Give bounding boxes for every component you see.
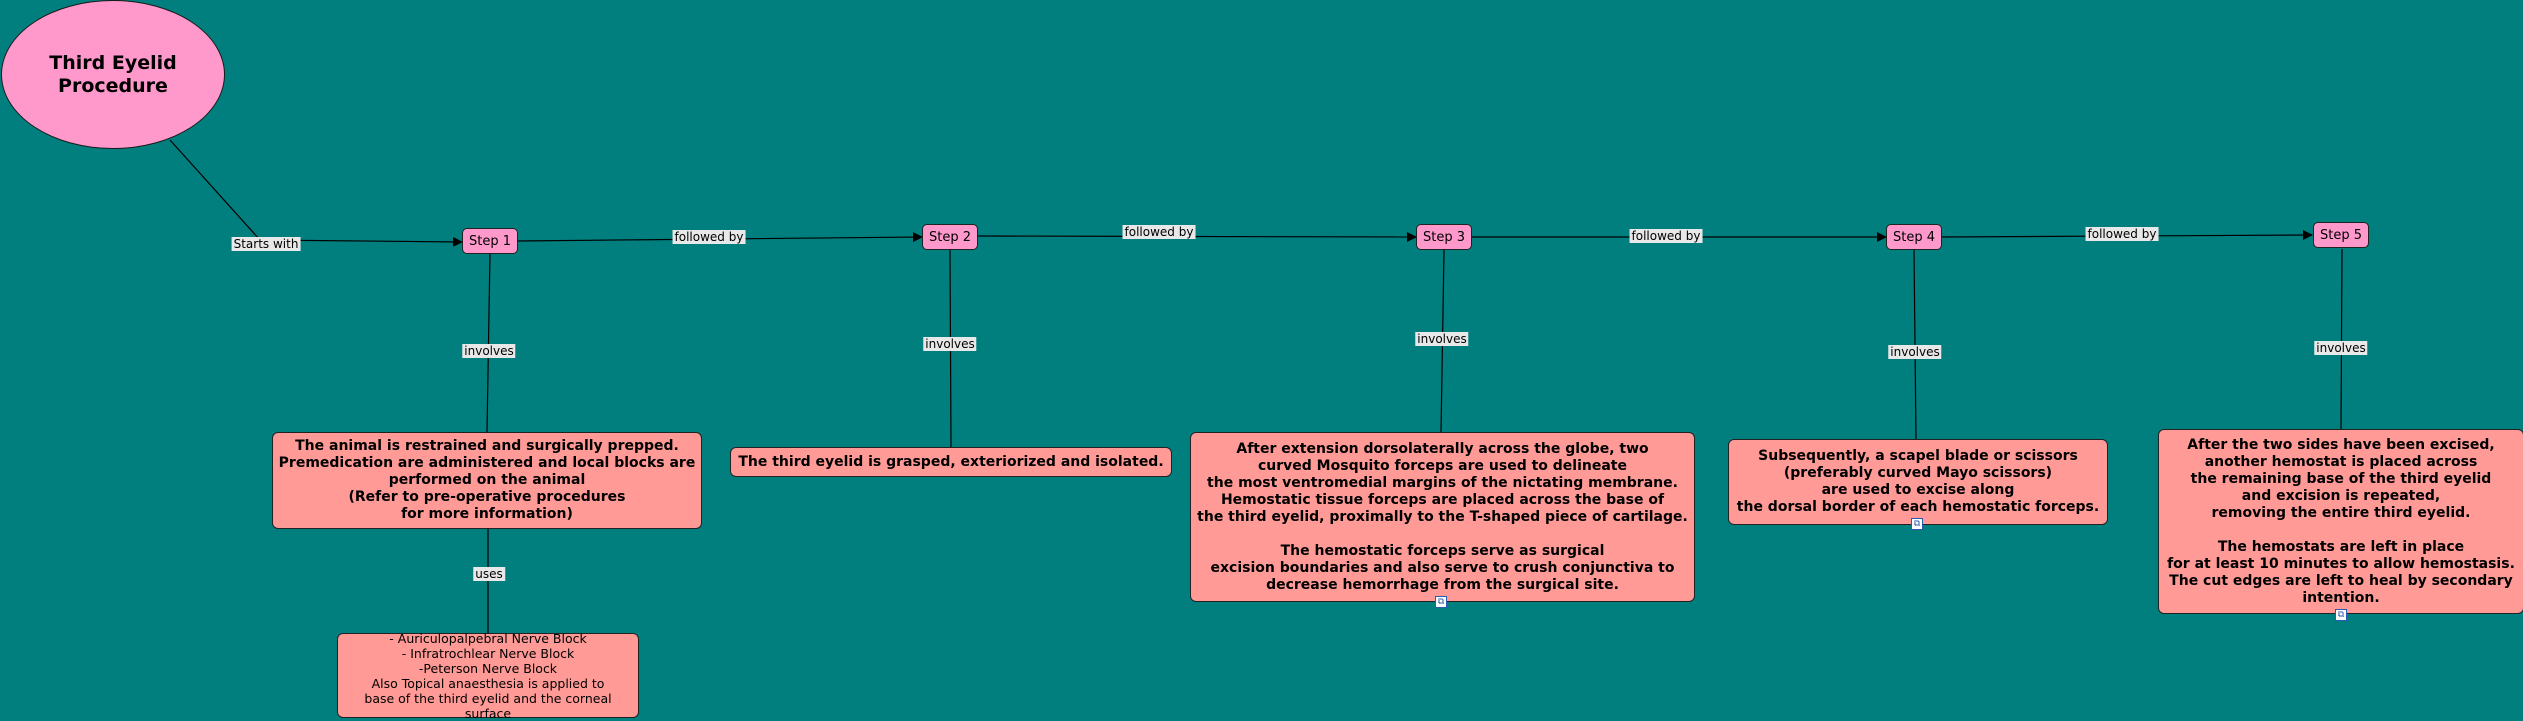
step-5-description-text: After the two sides have been excised, a… xyxy=(2167,436,2515,606)
step-4-node[interactable]: Step 4 xyxy=(1886,224,1942,250)
step-2-label: Step 2 xyxy=(928,229,971,245)
edge-step5-desc xyxy=(2340,248,2343,430)
edge-label-involves-2: involves xyxy=(923,337,977,351)
image-resource-icon[interactable]: ⧉ xyxy=(1435,596,1447,608)
edge-label-starts-with: Starts with xyxy=(231,237,301,251)
step-4-description[interactable]: Subsequently, a scapel blade or scissors… xyxy=(1728,439,2108,525)
nerve-blocks-description[interactable]: - Auriculopalpebral Nerve Block - Infrat… xyxy=(337,630,639,721)
edge-label-followed-by-3: followed by xyxy=(1629,229,1703,243)
edge-label-involves-3: involves xyxy=(1415,332,1469,346)
step-3-label: Step 3 xyxy=(1422,229,1465,245)
edge-step4-desc xyxy=(1913,249,1917,440)
step-1-node[interactable]: Step 1 xyxy=(462,228,518,254)
edge-label-involves-1: involves xyxy=(462,344,516,358)
edge-label-followed-by-1: followed by xyxy=(672,230,746,244)
step-3-description[interactable]: After extension dorsolaterally across th… xyxy=(1190,432,1695,602)
step-5-label: Step 5 xyxy=(2319,227,2362,243)
step-4-description-text: Subsequently, a scapel blade or scissors… xyxy=(1736,448,2100,515)
edge-label-uses: uses xyxy=(473,567,505,581)
step-3-description-text: After extension dorsolaterally across th… xyxy=(1197,440,1688,593)
step-5-description[interactable]: After the two sides have been excised, a… xyxy=(2158,429,2523,614)
edge-title-start xyxy=(169,139,261,241)
edge-label-involves-5: involves xyxy=(2314,341,2368,355)
step-2-description[interactable]: The third eyelid is grasped, exteriorize… xyxy=(730,447,1172,477)
image-resource-icon[interactable]: ⧉ xyxy=(1911,518,1923,530)
edge-label-followed-by-2: followed by xyxy=(1122,225,1196,239)
edge-label-followed-by-4: followed by xyxy=(2085,227,2159,241)
edge-step2-step3 xyxy=(977,231,1417,242)
step-4-label: Step 4 xyxy=(1892,229,1935,245)
image-resource-icon[interactable]: ⧉ xyxy=(2335,609,2347,621)
step-3-node[interactable]: Step 3 xyxy=(1416,224,1472,250)
step-2-description-text: The third eyelid is grasped, exteriorize… xyxy=(738,453,1164,470)
step-2-node[interactable]: Step 2 xyxy=(922,224,978,250)
nerve-blocks-description-text: - Auriculopalpebral Nerve Block - Infrat… xyxy=(364,630,612,721)
edge-label-involves-4: involves xyxy=(1888,345,1942,359)
title-text: Third Eyelid Procedure xyxy=(49,51,177,97)
step-1-description-text: The animal is restrained and surgically … xyxy=(278,438,696,522)
edge-step1-desc xyxy=(486,252,491,433)
step-1-label: Step 1 xyxy=(468,233,511,249)
step-1-description[interactable]: The animal is restrained and surgically … xyxy=(272,432,702,529)
step-5-node[interactable]: Step 5 xyxy=(2313,222,2369,248)
title-node[interactable]: Third Eyelid Procedure xyxy=(1,0,225,149)
